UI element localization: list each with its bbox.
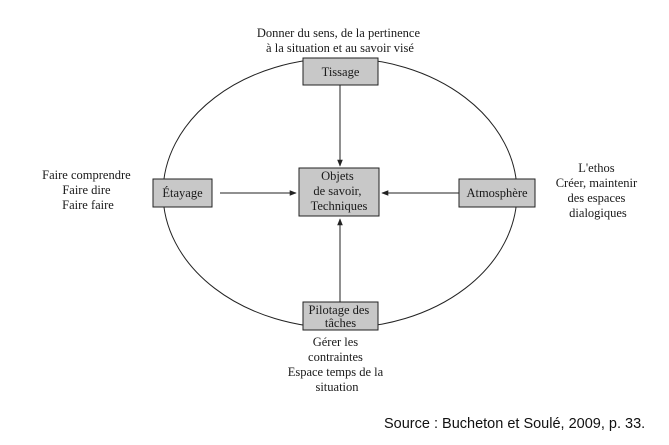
node-etayage-box	[152, 178, 213, 208]
node-tissage-box	[302, 57, 379, 86]
annotation-tissage: Donner du sens, de la pertinence à la si…	[257, 26, 423, 55]
node-center-label: Objets de savoir, Techniques	[311, 169, 368, 213]
node-atmosphere-box	[458, 178, 536, 208]
annotation-pilotage: Gérer les contraintes Espace temps de la…	[288, 335, 387, 394]
node-pilotage-label: Pilotage des tâches	[309, 303, 373, 330]
node-pilotage-box	[302, 301, 379, 331]
node-etayage-label: Étayage	[162, 186, 203, 200]
node-atmosphere-label: Atmosphère	[466, 186, 528, 200]
annotation-etayage: Faire comprendre Faire dire Faire faire	[42, 168, 134, 212]
source-citation: Source : Bucheton et Soulé, 2009, p. 33.	[384, 416, 646, 432]
annotation-atmosphere: L'ethos Créer, maintenir des espaces dia…	[556, 161, 641, 220]
node-center-box	[298, 167, 380, 217]
node-tissage-label: Tissage	[322, 65, 360, 79]
